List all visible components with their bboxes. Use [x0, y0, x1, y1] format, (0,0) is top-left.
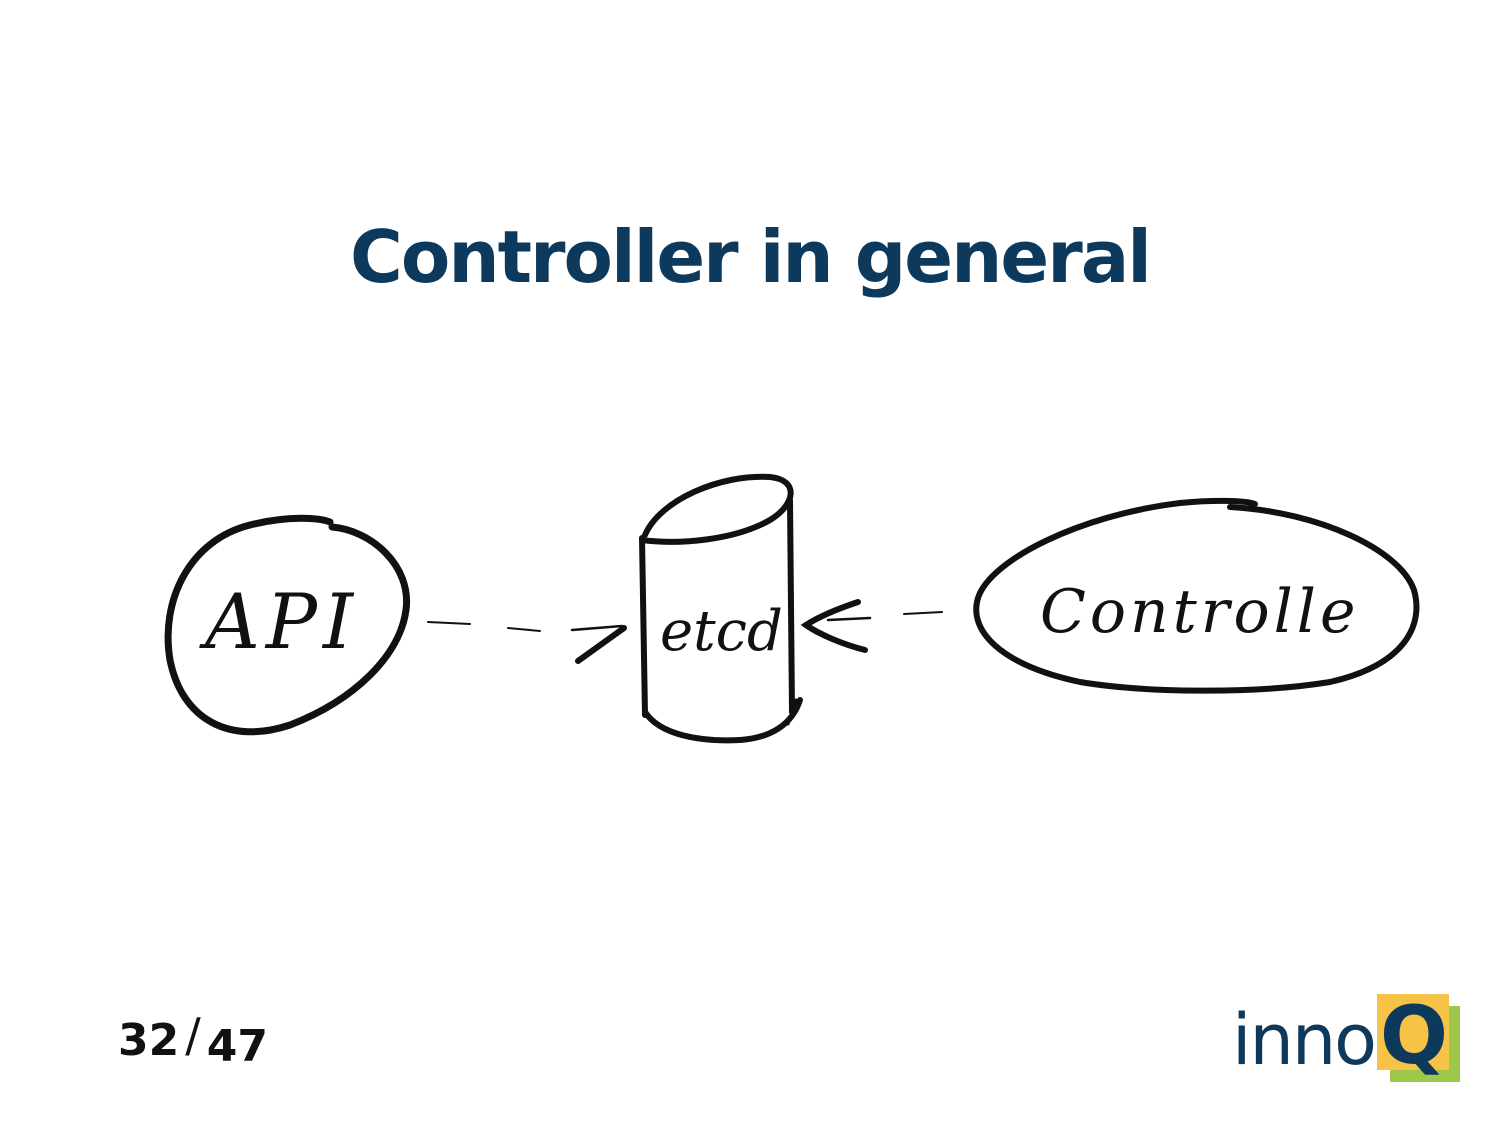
page-counter: 32/47 — [118, 1008, 268, 1072]
slide-title: Controller in general — [350, 215, 1152, 299]
logo-q-letter: Q — [1379, 989, 1448, 1082]
api-to-etcd-arrow — [427, 621, 627, 664]
etcd-cylinder-right — [787, 497, 795, 715]
innoq-logo: inno Q — [1232, 992, 1464, 1084]
api-node: API — [164, 514, 411, 736]
logo-yellow-square — [1377, 994, 1449, 1070]
current-page-number: 32 — [118, 1015, 180, 1066]
total-pages-number: 47 — [206, 1021, 268, 1072]
etcd-cylinder-left — [639, 535, 648, 718]
etcd-node: etcd — [639, 473, 803, 744]
controller-ellipse — [973, 497, 1420, 694]
controller-to-etcd-arrow — [800, 599, 943, 653]
api-label: API — [199, 577, 359, 666]
controller-label: Controlle — [1040, 577, 1359, 647]
etcd-label: etcd — [660, 599, 783, 664]
logo-wordmark: inno — [1232, 999, 1377, 1081]
etcd-cylinder-bottom — [642, 697, 803, 744]
page-separator: / — [185, 1008, 201, 1062]
etcd-cylinder-top — [639, 473, 794, 545]
api-circle — [164, 514, 411, 736]
controller-node: Controlle — [973, 497, 1420, 694]
